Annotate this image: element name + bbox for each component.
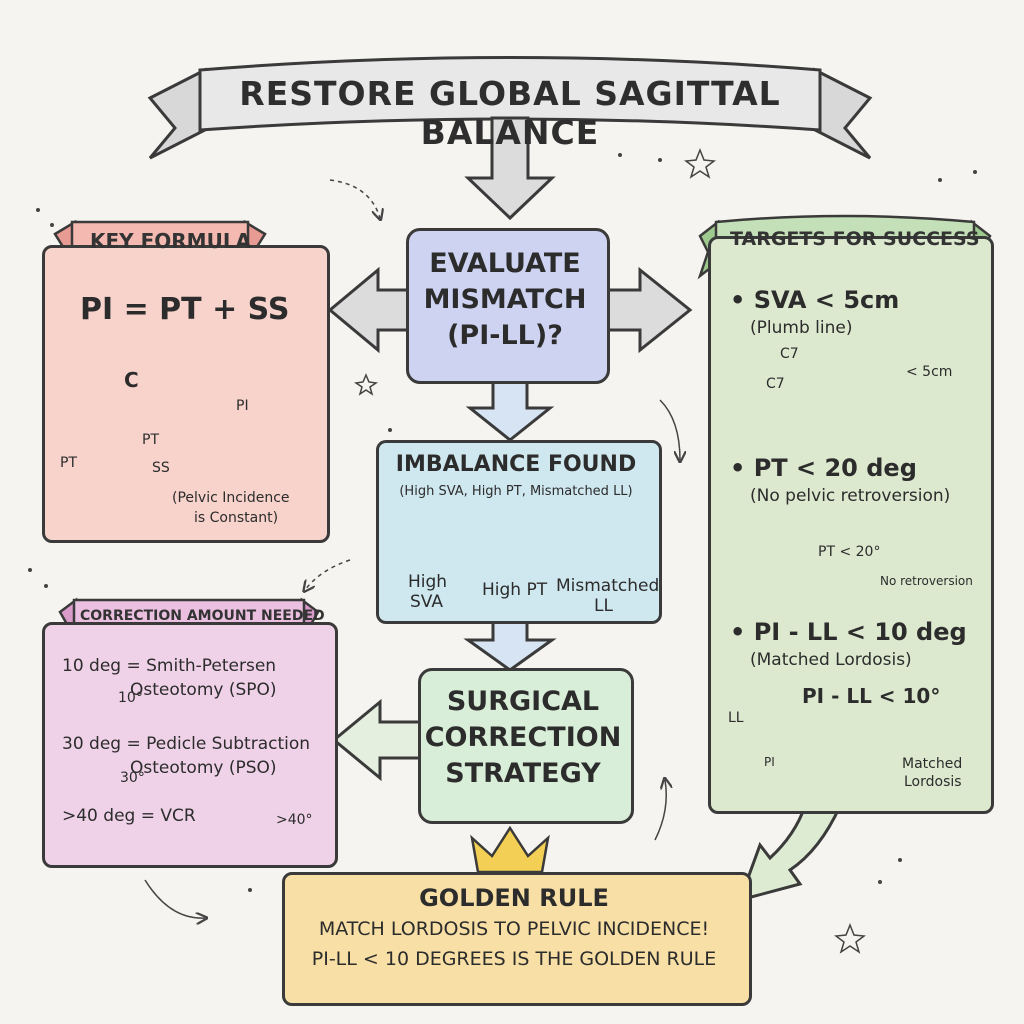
- arrow-evaluate-to-imbalance: [465, 374, 555, 442]
- arrow-targets-to-golden: [737, 804, 843, 903]
- mismatched-line1: Mismatched: [556, 576, 660, 596]
- high-pt-label: High PT: [482, 580, 548, 600]
- target-pt: • PT < 20 deg: [730, 454, 917, 482]
- pso-angle: 30°: [120, 770, 145, 786]
- vcr-angle: >40°: [276, 812, 313, 828]
- spo-angle: 10°: [118, 690, 143, 706]
- pso-line2: Osteotomy (PSO): [130, 758, 277, 778]
- matched-line1: Matched: [902, 756, 963, 772]
- targets-panel: [708, 236, 994, 814]
- ll-label: LL: [728, 710, 744, 726]
- ruler-label: < 5cm: [906, 364, 953, 380]
- evaluate-line2: MISMATCH: [423, 284, 587, 315]
- surgical-line3: STRATEGY: [445, 758, 601, 789]
- pt-angle-label: PT < 20°: [818, 544, 881, 560]
- decorative-stars: [353, 147, 866, 954]
- ss-label: SS: [152, 460, 170, 476]
- high-sva-line1: High: [408, 572, 448, 592]
- pso-line1: 30 deg = Pedicle Subtraction: [62, 734, 311, 754]
- evaluate-line1: EVALUATE: [429, 248, 581, 279]
- arrow-surgical-to-correction: [331, 698, 422, 782]
- golden-line2: PI-LL < 10 DEGREES IS THE GOLDEN RULE: [311, 948, 717, 970]
- title-ribbon: [147, 56, 873, 160]
- spo-line1: 10 deg = Smith-Petersen: [62, 656, 277, 676]
- target-pt-sub: (No pelvic retroversion): [750, 486, 951, 506]
- arrow-imbalance-to-surgical: [463, 614, 557, 672]
- mismatched-line2: LL: [594, 596, 613, 616]
- surgical-line1: SURGICAL: [446, 686, 600, 717]
- target-sva-title: SVA < 5cm: [753, 286, 900, 314]
- matched-line2: Lordosis: [904, 774, 962, 790]
- arrow-evaluate-left: [327, 266, 410, 354]
- golden-rule-box: [282, 872, 752, 1006]
- pt-right-label: PT: [142, 432, 159, 448]
- spo-line2: Osteotomy (SPO): [130, 680, 277, 700]
- target-pi-ll: • PI - LL < 10 deg: [730, 618, 967, 646]
- evaluate-line3: (PI-LL)?: [447, 320, 563, 351]
- imbalance-subtitle: (High SVA, High PT, Mismatched LL): [399, 484, 633, 499]
- key-formula-header: KEY FORMULA: [90, 229, 252, 253]
- pi-small-label: PI: [764, 755, 775, 769]
- pi-ll-formula: PI - LL < 10°: [802, 684, 941, 708]
- pt-left-label: PT: [60, 455, 77, 471]
- c7-label-left: C7: [766, 376, 785, 392]
- surgical-correction-box: [418, 668, 634, 824]
- page-title: RESTORE GLOBAL SAGITTAL BALANCE: [239, 74, 781, 152]
- crown-icon: [470, 825, 550, 874]
- target-pi-ll-sub: (Matched Lordosis): [750, 650, 912, 670]
- pelvic-note-line2: is Constant): [194, 510, 279, 526]
- key-formula-equation: PI = PT + SS: [80, 292, 290, 327]
- c7-label-top: C7: [780, 346, 799, 362]
- correction-header: CORRECTION AMOUNT NEEDED: [80, 608, 325, 624]
- imbalance-title: IMBALANCE FOUND: [395, 452, 637, 477]
- targets-header: TARGETS FOR SUCCESS: [730, 228, 980, 250]
- no-retroversion-label: No retroversion: [880, 574, 973, 588]
- pi-label: PI: [236, 398, 249, 414]
- pelvic-note-line1: (Pelvic Incidence: [172, 490, 290, 506]
- target-pt-title: PT < 20 deg: [753, 454, 917, 482]
- high-sva-line2: SVA: [410, 592, 443, 612]
- arrow-title-to-evaluate: [464, 116, 556, 221]
- correction-panel: [42, 622, 338, 868]
- evaluate-mismatch-box: [406, 228, 610, 384]
- surgical-line2: CORRECTION: [424, 722, 622, 753]
- golden-title: GOLDEN RULE: [419, 884, 609, 912]
- target-pi-ll-title: PI - LL < 10 deg: [753, 618, 967, 646]
- key-formula-panel: [42, 245, 330, 543]
- imbalance-found-box: [376, 440, 662, 624]
- arrow-evaluate-right: [600, 266, 693, 354]
- golden-line1: MATCH LORDOSIS TO PELVIC INCIDENCE!: [318, 918, 710, 940]
- target-sva-sub: (Plumb line): [750, 318, 853, 338]
- decorative-dots: [28, 153, 977, 892]
- angle-c-label: C: [124, 368, 139, 392]
- target-sva: • SVA < 5cm: [730, 286, 900, 314]
- vcr-line: >40 deg = VCR: [62, 806, 196, 826]
